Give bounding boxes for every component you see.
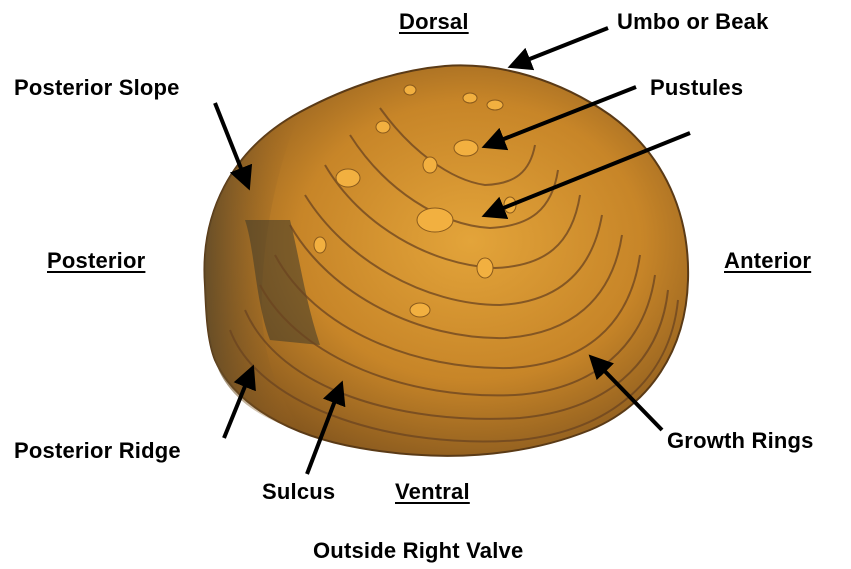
label-dorsal: Dorsal <box>399 9 469 35</box>
label-sulcus: Sulcus <box>262 479 335 505</box>
label-pustules: Pustules <box>650 75 743 101</box>
label-ventral: Ventral <box>395 479 470 505</box>
label-umbo: Umbo or Beak <box>617 9 769 35</box>
caption: Outside Right Valve <box>313 538 523 564</box>
label-posterior: Posterior <box>47 248 145 274</box>
label-growth-rings: Growth Rings <box>667 428 814 454</box>
label-posterior-slope: Posterior Slope <box>14 75 180 101</box>
label-posterior-ridge: Posterior Ridge <box>14 438 181 464</box>
label-anterior: Anterior <box>724 248 811 274</box>
arrow-umbo <box>512 28 608 66</box>
